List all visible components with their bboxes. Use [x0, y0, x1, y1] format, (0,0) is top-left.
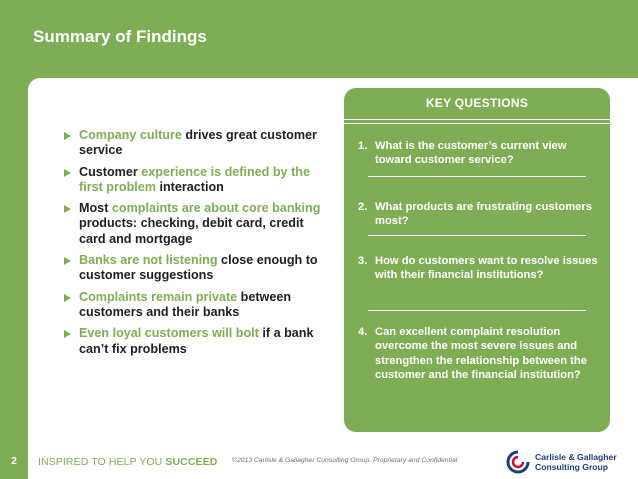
- key-question-divider: [368, 235, 586, 236]
- finding-highlight: Complaints remain private: [79, 289, 238, 304]
- finding-text: interaction: [155, 179, 224, 194]
- key-question-number: 3.: [358, 255, 368, 267]
- findings-list: Company culture drives great customer se…: [64, 128, 332, 363]
- slide-title: Summary of Findings: [33, 27, 207, 46]
- finding-text: drives great customer service: [79, 128, 317, 158]
- key-questions-title: KEY QUESTIONS: [425, 96, 529, 110]
- finding-text: if a bank can’t fix problems: [79, 326, 314, 356]
- arrow-bullet-icon: [64, 293, 71, 302]
- tagline-emphasis: SUCCEED: [165, 456, 218, 468]
- arrow-bullet-icon: [64, 330, 71, 339]
- key-question-text: What is the customer’s current view towa…: [375, 140, 567, 167]
- arrow-bullet-icon: [64, 132, 71, 140]
- tagline-prefix: INSPIRED TO HELP YOU: [38, 456, 166, 468]
- finding-text: products: checking, debit card, credit c…: [79, 216, 304, 246]
- key-question-number: 4.: [358, 326, 368, 338]
- key-questions-divider: [344, 123, 610, 124]
- key-question-item: 2. What products are frustrating custome…: [358, 200, 594, 230]
- finding-text: close enough to customer suggestions: [79, 253, 318, 283]
- copyright-notice: ©2013 Carlisle & Gallagher Consulting Gr…: [232, 457, 458, 464]
- key-question-item: 3. How do customers want to resolve issu…: [358, 254, 598, 299]
- finding-highlight: complaints are about core banking: [111, 201, 321, 216]
- finding-highlight: Company culture: [79, 128, 182, 142]
- finding-item: Most complaints are about core banking p…: [64, 201, 332, 247]
- finding-item: Even loyal customers will bolt if a bank…: [64, 326, 332, 357]
- key-question-number: 2.: [358, 201, 368, 213]
- swoosh-logo-icon: [506, 450, 530, 474]
- logo-line-2: Consulting Group: [535, 462, 609, 472]
- arrow-bullet-icon: [64, 257, 71, 266]
- finding-text: between customers and their banks: [79, 289, 292, 319]
- key-questions-divider: [344, 119, 610, 120]
- key-question-divider: [368, 310, 586, 311]
- key-question-number: 1.: [358, 140, 368, 152]
- key-questions-panel: KEY QUESTIONS 1. What is the customer’s …: [344, 88, 610, 432]
- finding-item: Complaints remain private between custom…: [64, 290, 332, 321]
- key-question-text: Can excellent complaint resolution overc…: [375, 326, 587, 382]
- key-question-text: What products are frustrating customers …: [375, 201, 592, 228]
- arrow-bullet-icon: [64, 168, 71, 177]
- arrow-bullet-icon: [64, 205, 71, 214]
- footer: 2 INSPIRED TO HELP YOU SUCCEED ©2013 Car…: [0, 444, 638, 479]
- finding-highlight: Even loyal customers will bolt: [79, 326, 259, 341]
- tagline: INSPIRED TO HELP YOU SUCCEED: [38, 456, 217, 468]
- finding-item: Banks are not listening close enough to …: [64, 253, 332, 284]
- key-question-item: 1. What is the customer’s current view t…: [358, 139, 594, 169]
- key-question-item: 4. Can excellent complaint resolution ov…: [358, 325, 594, 413]
- key-question-text: How do customers want to resolve issues …: [375, 255, 598, 282]
- finding-text: Most: [79, 201, 112, 216]
- header-band: Summary of Findings: [0, 0, 638, 70]
- finding-text: Customer: [79, 164, 138, 179]
- finding-item: Company culture drives great customer se…: [64, 128, 332, 159]
- finding-item: Customer experience is defined by the fi…: [64, 165, 332, 196]
- finding-highlight: Banks are not listening: [79, 253, 218, 268]
- page-number: 2: [0, 444, 28, 479]
- logo-wordmark: Carlisle & Gallagher Consulting Group: [535, 452, 635, 472]
- logo-line-1: Carlisle & Gallagher: [535, 452, 617, 462]
- finding-highlight: experience is defined by the first probl…: [79, 164, 310, 194]
- key-question-divider: [368, 176, 586, 177]
- company-logo: Carlisle & Gallagher Consulting Group: [505, 447, 635, 477]
